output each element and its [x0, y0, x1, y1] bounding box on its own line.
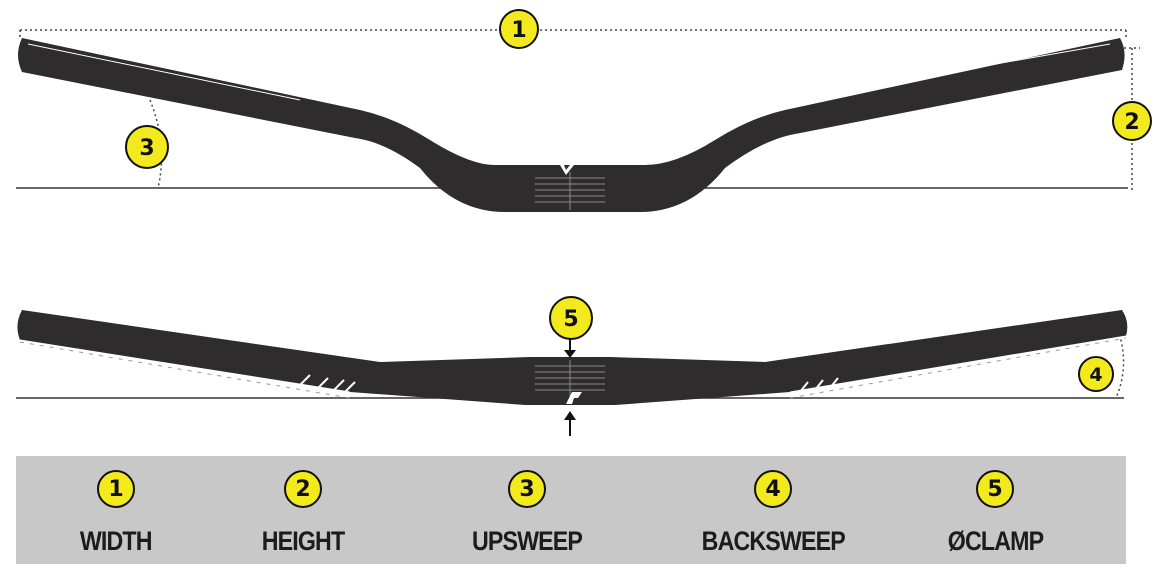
svg-text:5: 5 — [563, 307, 578, 332]
svg-text:4: 4 — [1089, 364, 1102, 386]
clamp-arrow-bottom — [564, 411, 576, 436]
front-view: 1 2 3 — [16, 9, 1152, 212]
svg-text:3: 3 — [139, 136, 154, 161]
legend-item-backsweep: 4 BACKSWEEP — [673, 456, 873, 564]
handlebar-top-edge-left — [19, 339, 351, 393]
legend-item-width: 1 WIDTH — [16, 456, 216, 564]
height-marker: 2 — [1112, 101, 1152, 141]
legend-badge-height: 2 — [284, 470, 322, 508]
legend-label-height: HEIGHT — [261, 526, 345, 556]
svg-text:1: 1 — [511, 18, 526, 43]
graphic-stripes-right — [799, 377, 839, 393]
upsweep-marker: 3 — [125, 125, 169, 169]
handlebar-front-highlight-right — [869, 43, 1111, 87]
clamp-graphic-top — [535, 172, 605, 210]
backsweep-marker: 4 — [1078, 356, 1114, 392]
legend-badge-backsweep: 4 — [754, 470, 792, 508]
handlebar-top-shadow-right — [789, 337, 1127, 399]
legend-badge-clamp: 5 — [976, 470, 1014, 508]
top-view: 5 4 — [16, 296, 1128, 436]
legend-item-height: 2 HEIGHT — [203, 456, 403, 564]
handlebar-top — [17, 310, 1128, 405]
legend-label-upsweep: UPSWEEP — [471, 526, 583, 556]
legend-item-clamp: 5 ØCLAMP — [895, 456, 1095, 564]
brand-logo-top — [560, 165, 574, 175]
clamp-marker: 5 — [549, 296, 593, 340]
legend-panel: 1 WIDTH 2 HEIGHT 3 UPSWEEP 4 BACKSWEEP 5… — [16, 456, 1126, 564]
graphic-stripes-left — [299, 374, 356, 393]
handlebar-front — [18, 38, 1125, 212]
handlebar-top-edge-right — [789, 335, 1127, 393]
legend-item-upsweep: 3 UPSWEEP — [427, 456, 627, 564]
legend-label-width: WIDTH — [80, 526, 153, 556]
brand-logo-bottom — [566, 392, 582, 404]
legend-badge-upsweep: 3 — [508, 470, 546, 508]
legend-label-clamp: ØCLAMP — [947, 526, 1043, 556]
svg-text:2: 2 — [1124, 110, 1139, 135]
clamp-graphic-bottom — [535, 360, 605, 400]
legend-label-backsweep: BACKSWEEP — [701, 526, 845, 556]
width-marker: 1 — [499, 9, 539, 49]
clamp-arrow-top — [564, 338, 576, 358]
legend-badge-width: 1 — [97, 470, 135, 508]
backsweep-arc — [1115, 329, 1125, 399]
handlebar-front-highlight — [27, 43, 301, 101]
